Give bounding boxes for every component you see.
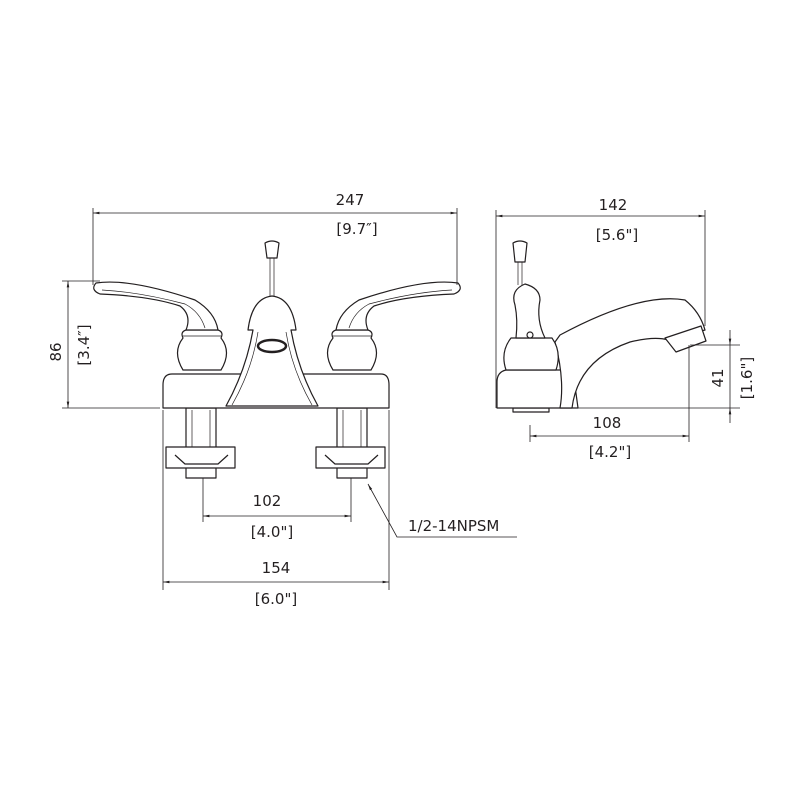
- dimension-value-mm: 142: [599, 196, 628, 214]
- dimension-spout-reach: 108 [4.2"]: [529, 345, 690, 461]
- dimension-value-mm: 108: [593, 414, 622, 432]
- dimension-value-mm: 41: [709, 368, 727, 387]
- dimension-value-mm: 247: [336, 191, 365, 209]
- dimension-overall-width: 247 [9.7″]: [92, 191, 458, 285]
- dimension-height: 86 [3.4″]: [47, 280, 160, 409]
- dimension-center-spacing: 102 [4.0"]: [202, 478, 352, 541]
- front-view-faucet: [93, 240, 461, 479]
- dimension-value-inch: [1.6"]: [738, 357, 756, 399]
- dimension-value-mm: 86: [47, 342, 65, 361]
- dimension-value-inch: [4.0"]: [251, 523, 293, 541]
- dimension-value-inch: [5.6"]: [596, 226, 638, 244]
- dimension-value-inch: [3.4″]: [75, 324, 93, 365]
- dimension-value-inch: [4.2"]: [589, 443, 631, 461]
- dimension-value-mm: 102: [253, 492, 282, 510]
- thread-callout: 1/2-14NPSM: [367, 483, 517, 538]
- dimension-depth: 142 [5.6"]: [495, 196, 706, 408]
- dimension-value-mm: 154: [262, 559, 291, 577]
- side-view-faucet: [496, 240, 707, 413]
- thread-callout-label: 1/2-14NPSM: [408, 517, 499, 535]
- dimension-value-inch: [9.7″]: [336, 220, 377, 238]
- dimension-spout-height: 41 [1.6"]: [560, 330, 756, 423]
- dimension-value-inch: [6.0"]: [255, 590, 297, 608]
- dimension-base-width: 154 [6.0"]: [162, 410, 390, 608]
